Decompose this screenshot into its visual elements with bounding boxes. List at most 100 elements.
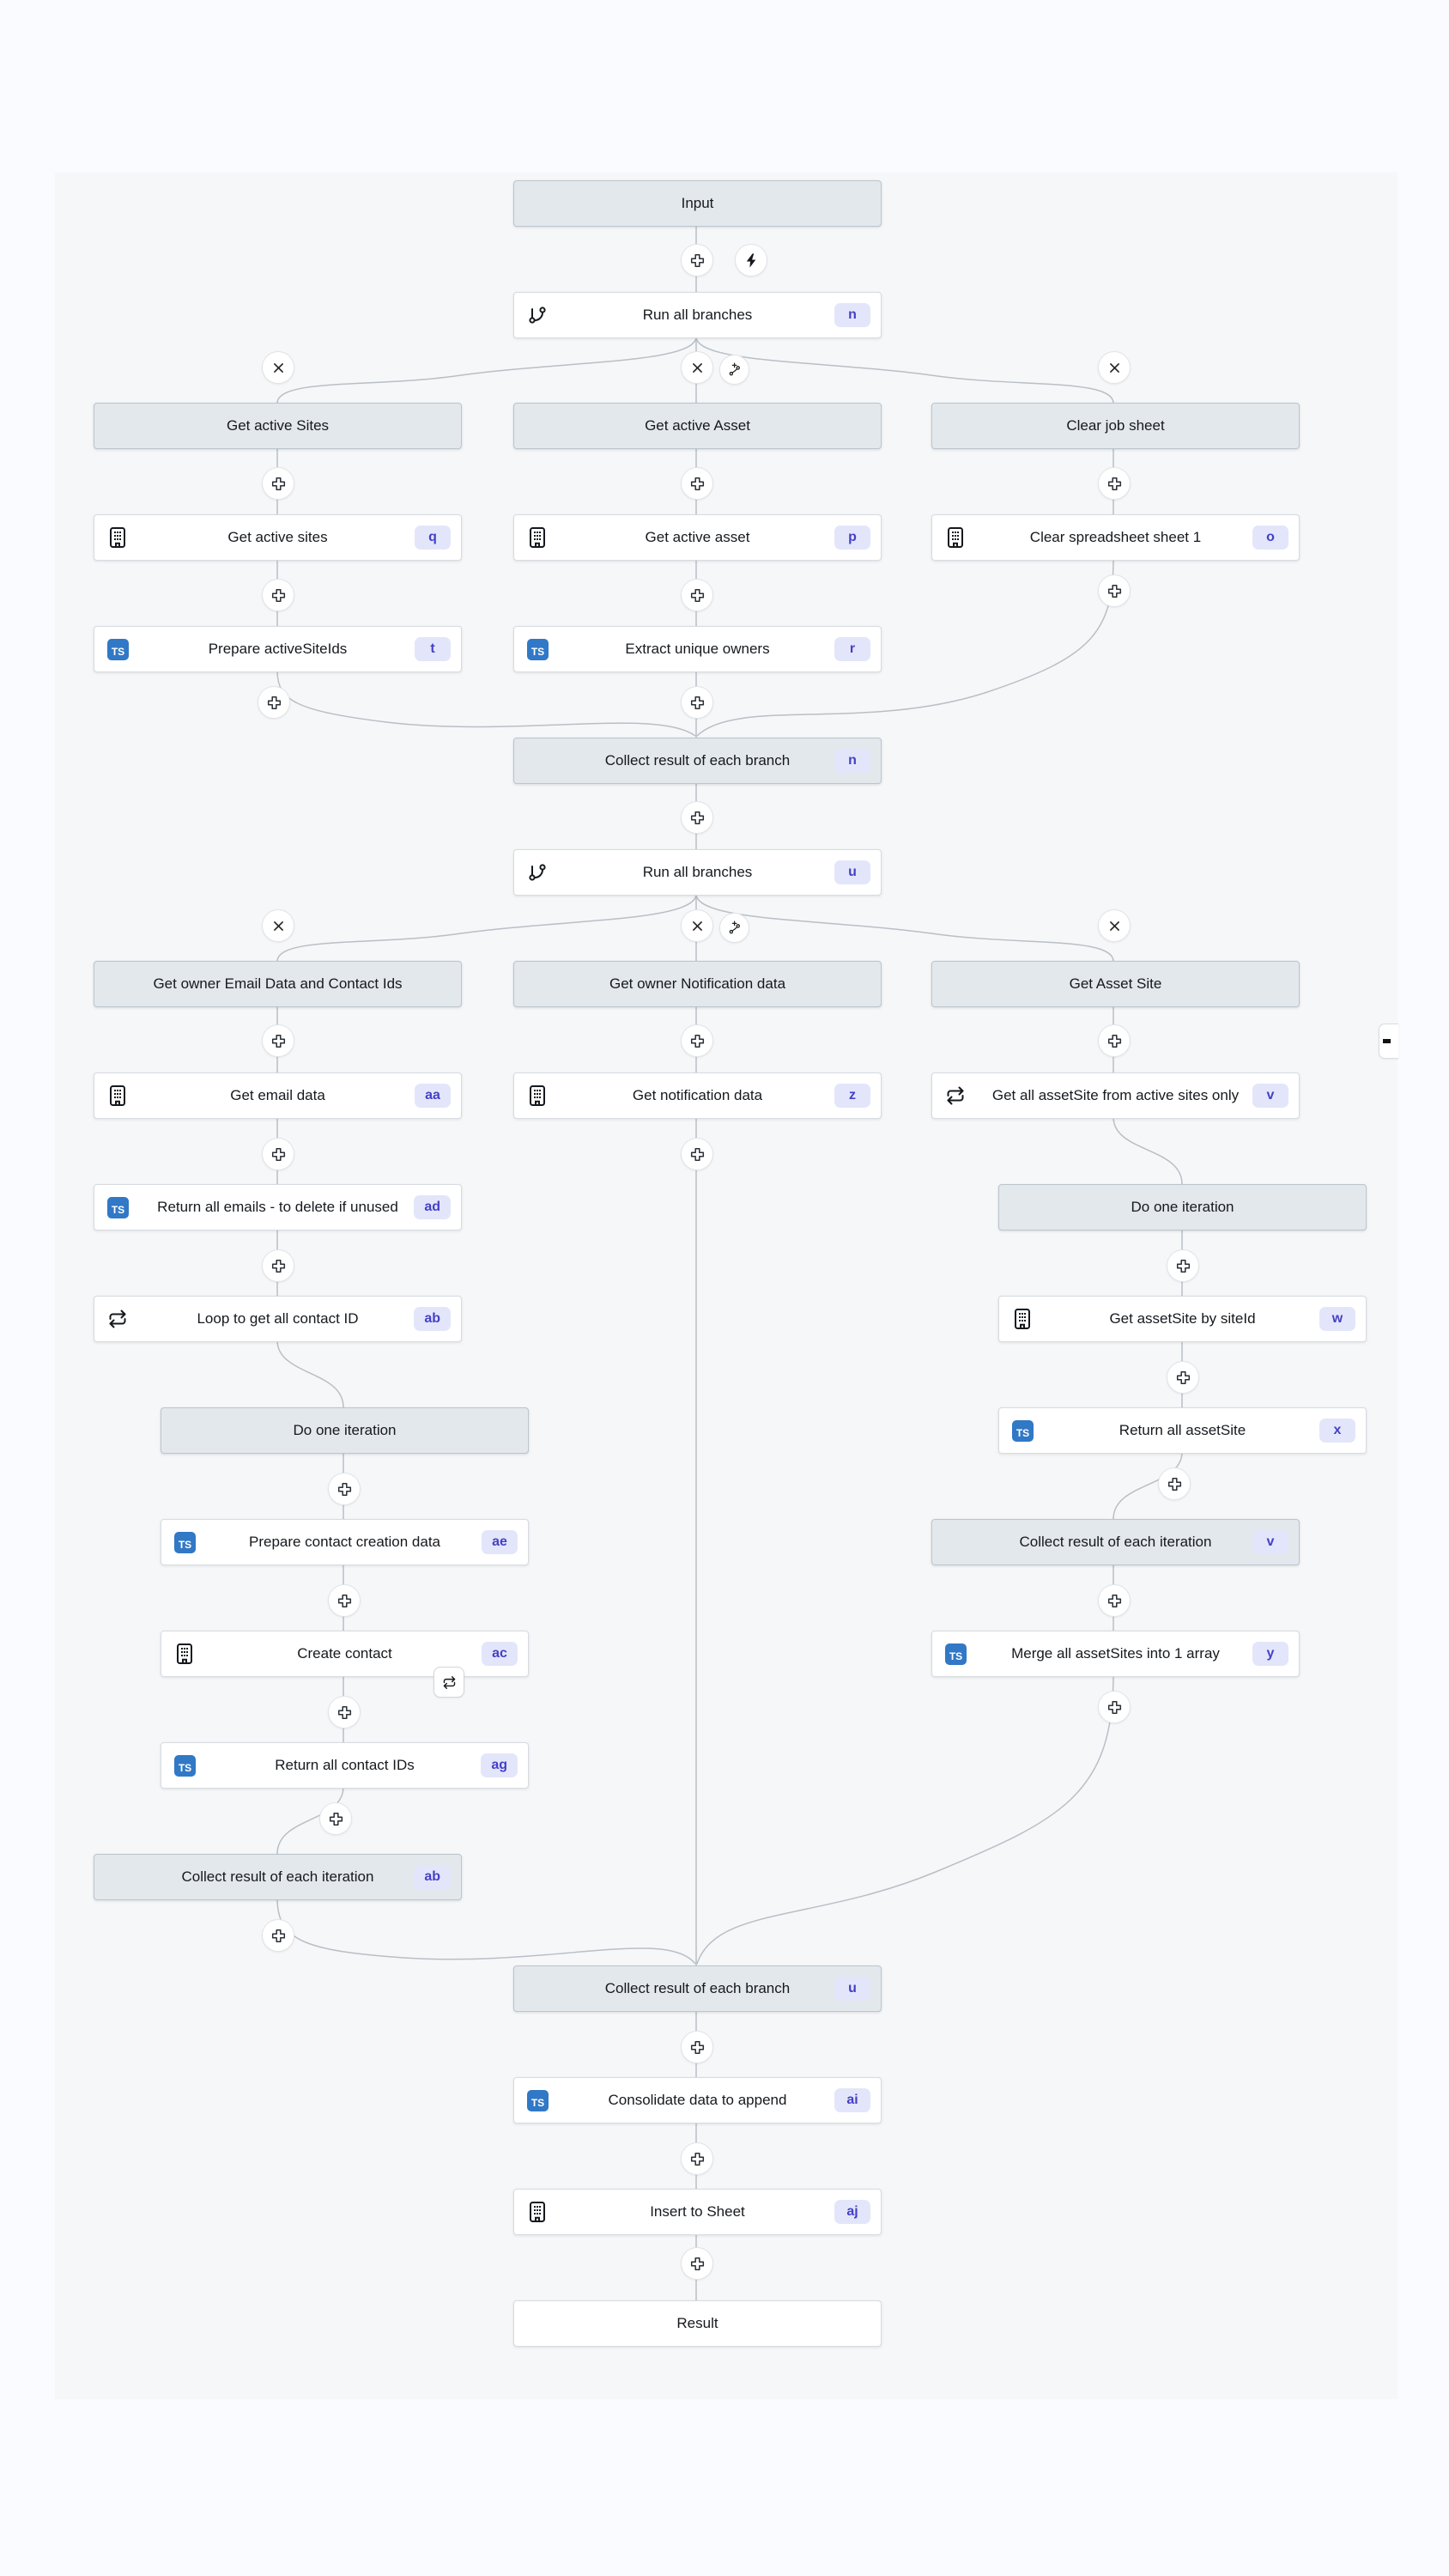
node-label: Run all branches [642,307,753,323]
add-step-button[interactable] [681,1024,713,1057]
node-header-do-one-iteration-left[interactable]: Do one iteration [161,1407,529,1454]
run-trigger-button[interactable] [735,244,767,276]
clipped-panel-toggle[interactable] [1379,1024,1398,1059]
add-step-button[interactable] [319,1802,352,1835]
node-get-notification-data[interactable]: Get notification data z [513,1072,882,1119]
node-get-all-assetsite[interactable]: Get all assetSite from active sites only… [931,1072,1300,1119]
ts-icon-label: TS [178,1538,192,1551]
plus-icon [270,1146,287,1163]
node-badge: n [834,303,870,327]
node-prepare-contact-creation[interactable]: TS Prepare contact creation data ae [161,1519,529,1565]
add-step-button[interactable] [681,244,713,276]
node-run-all-branches-1[interactable]: Run all branches n [513,292,882,338]
add-step-button[interactable] [328,1473,361,1505]
node-label: Get notification data [632,1087,763,1103]
add-step-button[interactable] [1098,1691,1131,1723]
loop-indicator-button[interactable] [433,1667,464,1698]
node-collect-result-branch-2[interactable]: Collect result of each branch u [513,1965,882,2012]
node-get-email-data[interactable]: Get email data aa [94,1072,462,1119]
node-collect-iteration-right[interactable]: Collect result of each iteration v [931,1519,1300,1565]
node-header-get-asset-site[interactable]: Get Asset Site [931,961,1300,1007]
node-badge: u [834,1977,870,2001]
node-badge: ab [414,1307,451,1331]
node-run-all-branches-2[interactable]: Run all branches u [513,849,882,896]
node-loop-contact-id[interactable]: Loop to get all contact ID ab [94,1296,462,1342]
node-insert-to-sheet[interactable]: Insert to Sheet aj [513,2189,882,2235]
add-step-button[interactable] [262,467,294,500]
node-header-owner-notification[interactable]: Get owner Notification data [513,961,882,1007]
add-step-button[interactable] [262,579,294,611]
node-label: Get all assetSite from active sites only [991,1087,1240,1103]
node-return-all-assetsite[interactable]: TS Return all assetSite x [998,1407,1367,1454]
add-step-button[interactable] [262,1024,294,1057]
add-step-button[interactable] [1098,1584,1131,1617]
node-badge: v [1252,1084,1288,1108]
node-result[interactable]: Result [513,2300,882,2347]
add-step-button[interactable] [681,1138,713,1170]
node-header-do-one-iteration-right[interactable]: Do one iteration [998,1184,1367,1230]
add-step-button[interactable] [1098,574,1131,607]
node-input[interactable]: Input [513,180,882,227]
node-label: Do one iteration [293,1422,397,1438]
add-branch-icon [727,920,743,936]
node-label: Result [676,2315,718,2331]
node-badge: t [415,637,451,661]
node-header-owner-email[interactable]: Get owner Email Data and Contact Ids [94,961,462,1007]
node-collect-iteration-left[interactable]: Collect result of each iteration ab [94,1854,462,1900]
node-get-assetsite-by-siteid[interactable]: Get assetSite by siteId w [998,1296,1367,1342]
node-badge: w [1319,1307,1355,1331]
node-consolidate-data[interactable]: TS Consolidate data to append ai [513,2077,882,2123]
add-step-button[interactable] [1158,1467,1191,1500]
node-get-active-sites[interactable]: Get active sites q [94,514,462,561]
add-step-button[interactable] [681,467,713,500]
add-step-button[interactable] [681,579,713,611]
add-step-button[interactable] [681,2247,713,2280]
node-merge-assetsites[interactable]: TS Merge all assetSites into 1 array y [931,1631,1300,1677]
add-branch-button[interactable] [719,355,749,385]
node-badge: z [834,1084,870,1108]
plus-icon [336,1704,353,1721]
add-step-button[interactable] [1098,467,1131,500]
add-step-button[interactable] [681,801,713,834]
node-label: Create contact [297,1645,392,1662]
add-branch-button[interactable] [719,913,749,943]
node-badge: ad [414,1195,451,1219]
add-step-button[interactable] [262,1138,294,1170]
node-get-active-asset[interactable]: Get active asset p [513,514,882,561]
node-header-clear-job-sheet[interactable]: Clear job sheet [931,403,1300,449]
add-step-button[interactable] [681,2142,713,2175]
node-return-contact-ids[interactable]: TS Return all contact IDs ag [161,1742,529,1789]
add-step-button[interactable] [1098,1024,1131,1057]
add-step-button[interactable] [1167,1361,1199,1394]
node-header-get-active-asset[interactable]: Get active Asset [513,403,882,449]
node-collect-result-branch-1[interactable]: Collect result of each branch n [513,738,882,784]
close-branch-button[interactable] [681,909,713,942]
close-branch-button[interactable] [262,351,294,384]
ts-icon-label: TS [530,645,545,658]
node-header-get-active-sites[interactable]: Get active Sites [94,403,462,449]
node-return-all-emails[interactable]: TS Return all emails - to delete if unus… [94,1184,462,1230]
add-step-button[interactable] [262,1919,294,1952]
add-step-button[interactable] [328,1584,361,1617]
add-step-button[interactable] [262,1249,294,1282]
node-prepare-activesiteids[interactable]: TS Prepare activeSiteIds t [94,626,462,672]
add-step-button[interactable] [328,1696,361,1728]
close-branch-button[interactable] [1098,909,1131,942]
close-branch-button[interactable] [262,909,294,942]
node-create-contact[interactable]: Create contact ac [161,1631,529,1677]
node-extract-unique-owners[interactable]: TS Extract unique owners r [513,626,882,672]
plus-icon [1175,1258,1191,1274]
ts-icon-label: TS [111,1203,125,1216]
add-step-button[interactable] [681,2031,713,2063]
add-step-button[interactable] [1167,1249,1199,1282]
node-label: Collect result of each iteration [1019,1534,1212,1550]
close-branch-button[interactable] [1098,351,1131,384]
workflow-canvas[interactable] [55,173,1397,2399]
plus-icon [689,2039,706,2056]
add-step-button[interactable] [681,686,713,719]
close-branch-button[interactable] [681,351,713,384]
plus-icon [1106,583,1123,599]
node-clear-spreadsheet[interactable]: Clear spreadsheet sheet 1 o [931,514,1300,561]
plus-icon [689,252,706,269]
add-step-button[interactable] [258,686,290,719]
